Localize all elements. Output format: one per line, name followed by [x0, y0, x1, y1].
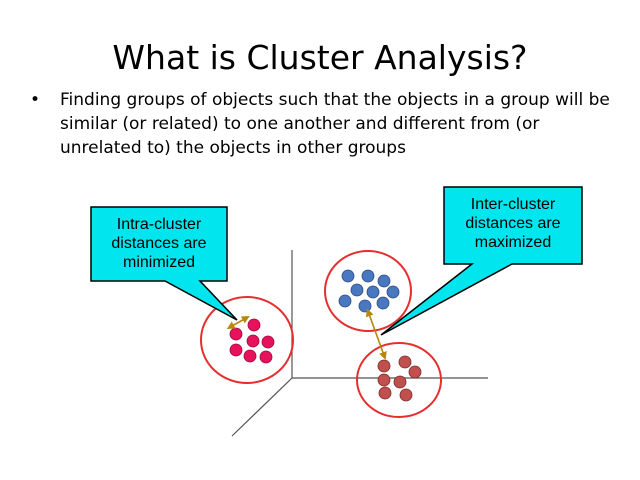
data-point — [338, 294, 352, 308]
cluster-ring-brown — [356, 342, 442, 418]
callout-intra-line: distances are — [111, 235, 207, 252]
inter-distance-arrow — [365, 308, 387, 360]
data-point — [376, 296, 390, 310]
data-point — [366, 285, 380, 299]
callout-intra-text: Intra-cluster distances are minimized — [91, 215, 227, 272]
bullet-point: • Finding groups of objects such that th… — [30, 88, 620, 160]
cluster-ring-pink — [200, 296, 294, 384]
data-point — [246, 334, 260, 348]
data-point — [358, 299, 372, 313]
bullet-marker: • — [30, 90, 41, 110]
data-point — [378, 386, 392, 400]
data-point — [361, 269, 375, 283]
data-point — [386, 285, 400, 299]
data-point — [261, 335, 275, 349]
cluster-points-blue — [338, 269, 400, 313]
data-point — [377, 274, 391, 288]
data-point — [377, 359, 391, 373]
data-point — [247, 318, 261, 332]
callout-intra-shape — [90, 206, 238, 321]
callout-inter-line: distances are — [465, 215, 561, 232]
data-point — [393, 375, 407, 389]
data-point — [243, 349, 257, 363]
data-point — [229, 343, 243, 357]
data-point — [229, 327, 243, 341]
data-point — [398, 355, 412, 369]
axis-depth — [231, 377, 293, 437]
slide-title: What is Cluster Analysis? — [112, 38, 528, 77]
callout-inter-shape — [380, 186, 583, 336]
data-point — [341, 269, 355, 283]
callout-inter-text: Inter-cluster distances are maximized — [444, 195, 582, 252]
callout-inter-line: Inter-cluster — [470, 196, 556, 213]
callout-intra-line: minimized — [122, 254, 195, 271]
data-point — [399, 388, 413, 402]
data-point — [350, 283, 364, 297]
intra-distance-arrow — [226, 316, 250, 329]
cluster-points-brown — [377, 355, 422, 402]
data-point — [408, 365, 422, 379]
callout-inter — [380, 186, 583, 336]
callout-intra — [90, 206, 238, 321]
bullet-text: Finding groups of objects such that the … — [60, 90, 610, 158]
callout-inter-line: maximized — [474, 234, 552, 251]
cluster-points-pink — [229, 318, 275, 364]
callout-intra-line: Intra-cluster — [116, 216, 202, 233]
data-point — [259, 350, 273, 364]
data-point — [377, 373, 391, 387]
